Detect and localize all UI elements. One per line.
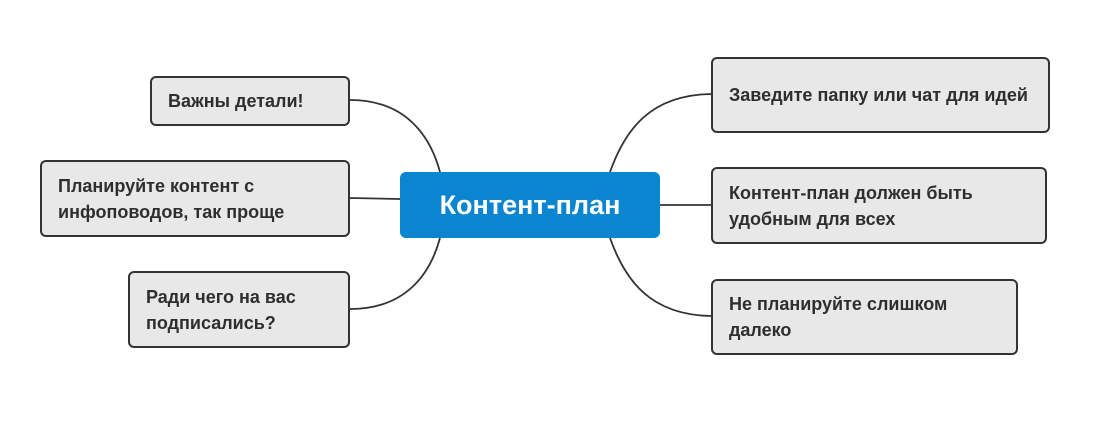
center-node[interactable]: Контент-план — [400, 172, 660, 238]
node-convenient-label: Контент-план должен быть удобным для все… — [729, 182, 973, 229]
node-subscribed-label: Ради чего на вас подписались? — [146, 286, 296, 333]
node-ideas-folder[interactable]: Заведите папку или чат для идей — [711, 57, 1050, 133]
node-newsbreaks[interactable]: Планируйте контент с инфоповодов, так пр… — [40, 160, 350, 237]
node-ideas-folder-label: Заведите папку или чат для идей — [729, 85, 1028, 105]
node-newsbreaks-label: Планируйте контент с инфоповодов, так пр… — [58, 175, 285, 222]
node-subscribed[interactable]: Ради чего на вас подписались? — [128, 271, 350, 348]
connector-newsbreaks — [349, 197, 401, 200]
node-not-too-far[interactable]: Не планируйте слишком далеко — [711, 279, 1018, 355]
connector-not-too-far — [609, 237, 712, 317]
node-convenient[interactable]: Контент-план должен быть удобным для все… — [711, 167, 1047, 244]
node-details[interactable]: Важны детали! — [150, 76, 350, 126]
connector-details — [349, 99, 441, 173]
connector-subscribed — [349, 237, 441, 310]
node-not-too-far-label: Не планируйте слишком далеко — [729, 294, 948, 340]
connector-ideas-folder — [609, 93, 712, 173]
center-node-label: Контент-план — [439, 189, 621, 220]
node-details-label: Важны детали! — [168, 91, 304, 111]
